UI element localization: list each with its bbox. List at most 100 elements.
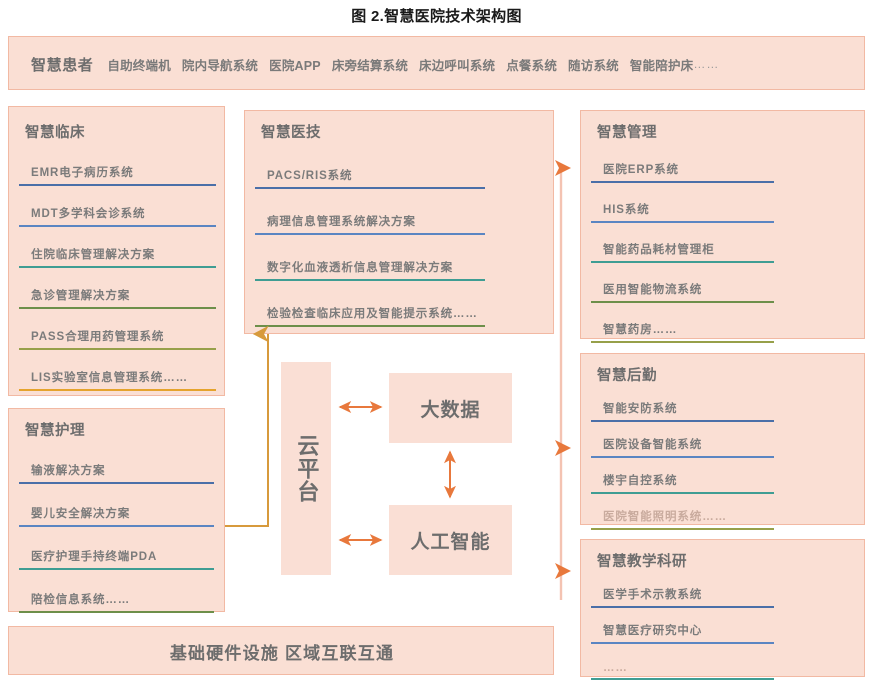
list-item[interactable]: PASS合理用药管理系统 (9, 309, 224, 350)
list-item[interactable]: 医疗护理手持终端PDA (9, 527, 224, 570)
banner-item[interactable]: 随访系统 (568, 58, 619, 73)
list-item-label: PACS/RIS系统 (267, 170, 353, 182)
list-item[interactable]: MDT多学科会诊系统 (9, 186, 224, 227)
list-item-rule (19, 266, 216, 268)
panel-title-medtech: 智慧医技 (261, 125, 321, 141)
list-item-rule (255, 325, 485, 327)
list-item-rule (19, 348, 216, 350)
connector-nursing-to-medtech (225, 325, 269, 527)
panel-smart-clinical: 智慧临床 EMR电子病历系统 MDT多学科会诊系统住院临床管理解决方案急诊管理解决方… (8, 106, 225, 396)
list-item-rule (591, 492, 774, 494)
list-item-rule (19, 525, 214, 527)
list-item-rule (591, 606, 774, 608)
big-data-label: 大数据 (420, 399, 481, 421)
list-item-label: EMR电子病历系统 (31, 167, 134, 179)
list-item-label: 医学手术示教系统 (603, 589, 703, 601)
banner-ellipsis: …… (693, 57, 720, 71)
list-item[interactable]: 数字化血液透析信息管理解决方案 (245, 235, 553, 281)
banner-item[interactable]: 床边呼叫系统 (419, 58, 496, 73)
list-item[interactable]: 智慧医疗研究中心 (581, 608, 864, 644)
list-item[interactable]: 医院设备智能系统 (581, 422, 864, 458)
list-item-rule (591, 420, 774, 422)
list-item-rule (591, 301, 774, 303)
list-item-label: …… (603, 662, 628, 674)
list-item-rule (591, 181, 774, 183)
center-box-ai[interactable]: 人工智能 (389, 505, 512, 575)
list-item-rule (19, 225, 216, 227)
list-item[interactable]: EMR电子病历系统 (9, 145, 224, 186)
list-item[interactable]: 医院ERP系统 (581, 143, 864, 183)
list-item-rule (591, 221, 774, 223)
list-item[interactable]: 住院临床管理解决方案 (9, 227, 224, 268)
banner-item[interactable]: 医院APP (269, 58, 321, 73)
list-item-rule (255, 187, 485, 189)
panel-title-clinical: 智慧临床 (25, 125, 85, 141)
panel-title-nursing: 智慧护理 (25, 423, 85, 439)
list-item-rule (19, 568, 214, 570)
list-item-rule (19, 184, 216, 186)
list-item[interactable]: 智慧药房…… (581, 303, 864, 343)
list-item[interactable]: 智能安防系统 (581, 386, 864, 422)
banner-lead-label: 智慧患者 (31, 56, 94, 74)
center-box-big-data[interactable]: 大数据 (389, 373, 512, 443)
arrowhead-to-management (555, 160, 571, 176)
infrastructure-label: 基础硬件设施 区域互联互通 (169, 644, 395, 663)
arrowhead-to-research (555, 563, 571, 579)
list-item-rule (591, 678, 774, 680)
list-item-label: 医院智能照明系统…… (603, 511, 727, 523)
page-title: 图 2.智慧医院技术架构图 (351, 8, 522, 25)
list-item-label: 楼宇自控系统 (603, 475, 678, 487)
cloud-platform-label: 云平台 (294, 434, 320, 503)
list-item[interactable]: 病理信息管理系统解决方案 (245, 189, 553, 235)
list-item-label: 检验检查临床应用及智能提示系统…… (267, 308, 478, 320)
panel-smart-logistics: 智慧后勤智能安防系统医院设备智能系统楼宇自控系统医院智能照明系统…… (580, 353, 865, 530)
list-item[interactable]: 医学手术示教系统 (581, 572, 864, 608)
panel-smart-research: 智慧教学科研医学手术示教系统智慧医疗研究中心…… (580, 539, 865, 680)
ai-label: 人工智能 (410, 531, 491, 553)
banner-item[interactable]: 智能陪护床 (629, 58, 694, 73)
list-item[interactable]: 楼宇自控系统 (581, 458, 864, 494)
list-item-rule (19, 611, 214, 613)
list-item[interactable]: 陪检信息系统…… (9, 570, 224, 613)
list-item-rule (19, 482, 214, 484)
list-item[interactable]: 输液解决方案 (9, 441, 224, 484)
list-item-label: 智能药品耗材管理柜 (603, 244, 715, 256)
list-item[interactable]: 医用智能物流系统 (581, 263, 864, 303)
list-item-label: 婴儿安全解决方案 (31, 508, 131, 520)
top-banner-items: 智慧患者 自助终端机 院内导航系统 医院APP 床旁结算系统 床边呼叫系统 点餐… (31, 37, 719, 91)
list-item[interactable]: 检验检查临床应用及智能提示系统…… (245, 281, 553, 327)
list-item[interactable]: …… (581, 644, 864, 680)
panel-infrastructure: 基础硬件设施 区域互联互通 (8, 626, 554, 675)
list-item[interactable]: 智能药品耗材管理柜 (581, 223, 864, 263)
list-item-label: 数字化血液透析信息管理解决方案 (267, 262, 453, 274)
banner-item[interactable]: 自助终端机 (107, 58, 171, 73)
list-item-rule (255, 279, 485, 281)
list-item-rule (19, 307, 216, 309)
list-item[interactable]: PACS/RIS系统 (245, 143, 553, 189)
list-item[interactable]: LIS实验室信息管理系统…… (9, 350, 224, 391)
list-item[interactable]: 医院智能照明系统…… (581, 494, 864, 530)
panel-smart-nursing: 智慧护理输液解决方案婴儿安全解决方案医疗护理手持终端PDA 陪检信息系统…… (8, 408, 225, 613)
banner-item[interactable]: 点餐系统 (506, 58, 558, 73)
list-item-label: 智能安防系统 (603, 403, 678, 415)
center-box-cloud-platform[interactable]: 云平台 (281, 362, 331, 575)
list-item[interactable]: 急诊管理解决方案 (9, 268, 224, 309)
list-item-label: 医疗护理手持终端PDA (31, 551, 158, 563)
panel-smart-medtech: 智慧医技 PACS/RIS系统病理信息管理系统解决方案数字化血液透析信息管理解决方… (244, 110, 554, 334)
list-item-label: 医用智能物流系统 (603, 284, 703, 296)
list-item-label: LIS实验室信息管理系统…… (31, 372, 188, 384)
list-item[interactable]: HIS系统 (581, 183, 864, 223)
list-item-rule (591, 261, 774, 263)
list-item-label: 病理信息管理系统解决方案 (267, 216, 416, 228)
list-item-label: 智慧药房…… (603, 324, 678, 336)
list-item-label: 医院ERP系统 (603, 164, 679, 176)
banner-item[interactable]: 床旁结算系统 (331, 58, 409, 73)
list-item-label: 陪检信息系统…… (31, 594, 131, 606)
banner-item[interactable]: 院内导航系统 (181, 58, 259, 73)
list-item[interactable]: 婴儿安全解决方案 (9, 484, 224, 527)
list-item-rule (19, 389, 216, 391)
list-item-label: HIS系统 (603, 204, 650, 216)
list-item-label: 住院临床管理解决方案 (31, 249, 155, 261)
